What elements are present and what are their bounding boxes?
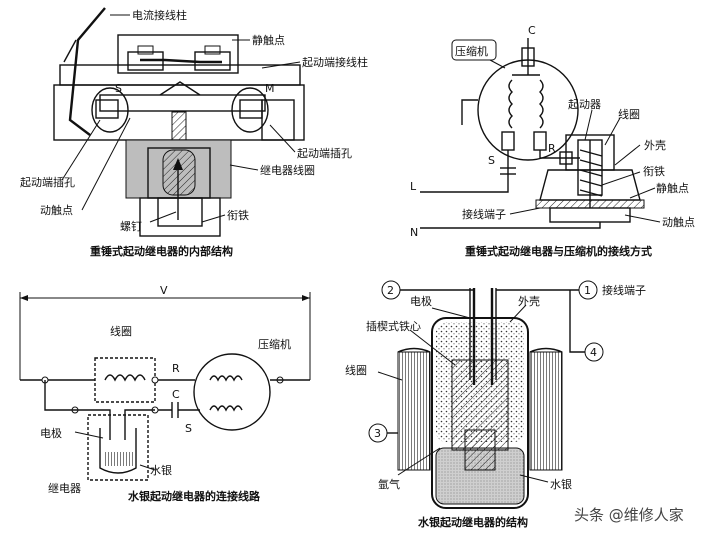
diagram3-label-v: V — [160, 284, 168, 297]
diagram2-label-terminal: 接线端子 — [462, 207, 506, 221]
diagram1-label-start-terminal: 起动端接线柱 — [302, 55, 368, 69]
diagram2-label-armature: 衔铁 — [643, 165, 665, 178]
diagram1-label-static-contact: 静触点 — [252, 33, 285, 47]
diagram1-label-coil: 继电器线圈 — [260, 163, 315, 177]
diagram3-label-coil: 线圈 — [110, 324, 132, 338]
diagram3-label-s: S — [185, 422, 192, 435]
diagram3-mercury-relay-circuit — [19, 292, 311, 481]
diagram2-title: 重锤式起动继电器与压缩机的接线方式 — [465, 244, 652, 258]
diagram3-label-electrode: 电极 — [40, 426, 62, 440]
diagram3-label-r: R — [172, 362, 180, 375]
diagram4-label-n4: 4 — [590, 346, 597, 359]
diagram1-label-start-hole-left: 起动端插孔 — [20, 175, 75, 189]
diagram3-title: 水银起动继电器的连接线路 — [128, 489, 261, 503]
diagram1-label-moving-contact: 动触点 — [40, 203, 73, 217]
diagram4-label-n2: 2 — [387, 284, 394, 297]
diagram2-label-n: N — [410, 226, 418, 239]
diagram2-relay-compressor-wiring — [420, 38, 661, 229]
diagram1-label-m: M — [265, 82, 275, 95]
diagram2-label-coil: 线圈 — [618, 107, 640, 121]
diagram1-label-start-hole-right: 起动端插孔 — [297, 146, 352, 160]
diagram4-label-mercury: 水银 — [550, 477, 572, 491]
diagram4-label-terminal: 接线端子 — [602, 283, 646, 297]
diagram2-label-shell: 外壳 — [644, 138, 666, 152]
diagram4-label-electrode: 电极 — [410, 294, 432, 308]
diagram3-label-compressor: 压缩机 — [258, 337, 291, 351]
diagram1-heavy-hammer-relay-structure — [53, 7, 305, 237]
diagram4-label-n3: 3 — [374, 427, 381, 440]
diagram1-label-current-terminal: 电流接线柱 — [132, 8, 187, 22]
diagram4-label-coil: 线圈 — [345, 363, 367, 377]
diagram2-label-compressor: 压缩机 — [455, 44, 488, 58]
diagram1-title: 重锤式起动继电器的内部结构 — [90, 244, 233, 258]
diagram4-label-n1: 1 — [584, 284, 591, 297]
diagram4-label-shell: 外壳 — [518, 294, 540, 308]
diagram1-label-s: S — [115, 82, 122, 95]
diagram4-label-argon: 氩气 — [378, 477, 400, 491]
watermark: 头条 @维修人家 — [574, 506, 684, 524]
diagram2-label-moving-contact: 动触点 — [662, 215, 695, 229]
diagram3-label-mercury: 水银 — [150, 463, 172, 477]
diagram2-label-static-contact: 静触点 — [656, 181, 689, 195]
diagram4-mercury-relay-structure — [368, 280, 604, 509]
diagram1-label-armature: 衔铁 — [227, 209, 249, 222]
diagram2-label-starter: 起动器 — [568, 98, 601, 111]
diagram2-label-c: C — [528, 24, 536, 37]
diagram4-title: 水银起动继电器的结构 — [418, 515, 528, 529]
diagram3-label-c: C — [172, 388, 180, 401]
diagram1-label-screw: 螺钉 — [120, 220, 142, 233]
diagram2-label-l: L — [410, 180, 417, 193]
diagram4-label-plug-core: 插楔式铁心 — [366, 319, 421, 333]
diagram3-label-relay: 继电器 — [48, 482, 81, 495]
diagram2-label-s: S — [488, 154, 495, 167]
diagram2-label-r: R — [548, 142, 556, 155]
